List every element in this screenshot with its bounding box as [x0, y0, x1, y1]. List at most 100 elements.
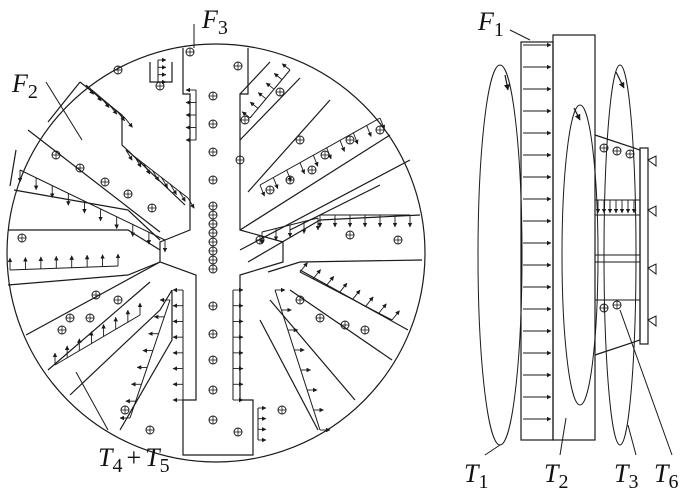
load-arrow [339, 282, 348, 293]
load-arrow [286, 169, 292, 182]
bolt-icon [208, 147, 218, 157]
bolt-icon [185, 47, 195, 57]
cutterhead-front-view [6, 24, 426, 463]
pressure-arrows [7, 57, 413, 443]
load-baseline [299, 271, 393, 321]
load-arrow [161, 177, 168, 189]
bolt-icon [17, 233, 27, 243]
load-arrow [249, 101, 259, 109]
bolt-icon [75, 163, 85, 173]
bolt-icon [612, 146, 622, 156]
bolt-icon [360, 325, 370, 335]
bolt-icon [208, 264, 218, 274]
load-baseline [54, 314, 141, 366]
moment-ellipses [477, 64, 637, 446]
load-arrow [143, 163, 151, 175]
bolt-holes [17, 47, 403, 437]
load-baseline [9, 265, 119, 271]
bolt-icon [147, 203, 157, 213]
label-T1: T1 [464, 459, 488, 493]
load-arrow [281, 63, 291, 71]
bolt-icon [235, 155, 245, 165]
bolt-icon [307, 165, 317, 175]
load-arrow [391, 310, 400, 321]
load-arrow [169, 184, 177, 195]
leader-T3 [627, 424, 637, 456]
label-F1: F1 [477, 7, 504, 41]
load-arrow [272, 177, 279, 190]
bolt-icon [100, 177, 110, 187]
bolt-icon [208, 228, 218, 238]
bolt-icon [340, 320, 350, 330]
load-arrow [259, 184, 266, 197]
bolt-icon [208, 415, 218, 425]
bolt-icon [145, 425, 155, 435]
bolt-icon [345, 230, 355, 240]
leader-F1 [509, 29, 531, 41]
bolt-icon [393, 235, 403, 245]
load-arrow [299, 162, 306, 175]
bolt-icon [375, 125, 385, 135]
load-arrow [326, 147, 332, 160]
load-baseline [85, 84, 126, 119]
disc-plate [552, 34, 596, 441]
head-body [594, 134, 641, 356]
load-arrow [134, 156, 142, 168]
cutterhead-outline [6, 43, 426, 463]
load-baseline [249, 69, 291, 119]
T1-arrow [503, 74, 510, 91]
load-arrow [378, 303, 387, 314]
label-T2: T2 [544, 459, 568, 493]
bolt-icon [208, 329, 218, 339]
load-arrow [379, 117, 386, 130]
bolt-icon [208, 219, 218, 229]
bolt-icon [612, 300, 622, 310]
load-arrow [93, 91, 102, 102]
flange [639, 147, 649, 345]
bolt-icon [265, 185, 275, 195]
bolt-icon [57, 325, 67, 335]
bolt-icon [120, 405, 130, 415]
load-arrow [178, 190, 186, 202]
load-arrow [366, 125, 372, 137]
load-arrow [152, 170, 160, 182]
bolt-icon [91, 290, 101, 300]
load-arrow [312, 269, 321, 280]
load-arrow [187, 197, 195, 209]
leader-F2 [45, 81, 83, 141]
bolt-icon [345, 135, 355, 145]
load-arrow [365, 296, 374, 307]
bolt-icon [275, 87, 285, 97]
bolt-icon [285, 175, 295, 185]
cutters [647, 155, 657, 327]
bolt-icon [208, 355, 218, 365]
load-arrow [325, 276, 335, 286]
load-arrow [124, 117, 133, 128]
bolt-icon [65, 313, 75, 323]
load-arrow [101, 97, 110, 108]
bolt-icon [295, 295, 305, 305]
leader-T2 [559, 417, 567, 456]
load-arrow [312, 155, 319, 167]
load-arrow [273, 73, 283, 80]
load-arrow [299, 262, 308, 273]
load-arrow [125, 149, 133, 161]
load-bar [520, 41, 554, 441]
bolt-icon [295, 135, 305, 145]
bolt-icon [208, 201, 218, 211]
bolt-icon [208, 237, 218, 247]
load-baseline [19, 169, 166, 241]
bolt-icon [240, 115, 250, 125]
label-F2: F2 [11, 69, 38, 103]
bolt-icon [599, 143, 609, 153]
load-arrow [352, 132, 359, 145]
bolt-icon [320, 150, 330, 160]
bolt-icon [51, 150, 61, 160]
bolt-icon [208, 210, 218, 220]
label-T3: T3 [614, 459, 638, 493]
central-spoke [159, 48, 284, 456]
load-arrow [116, 111, 126, 122]
bolt-icon [123, 189, 133, 199]
